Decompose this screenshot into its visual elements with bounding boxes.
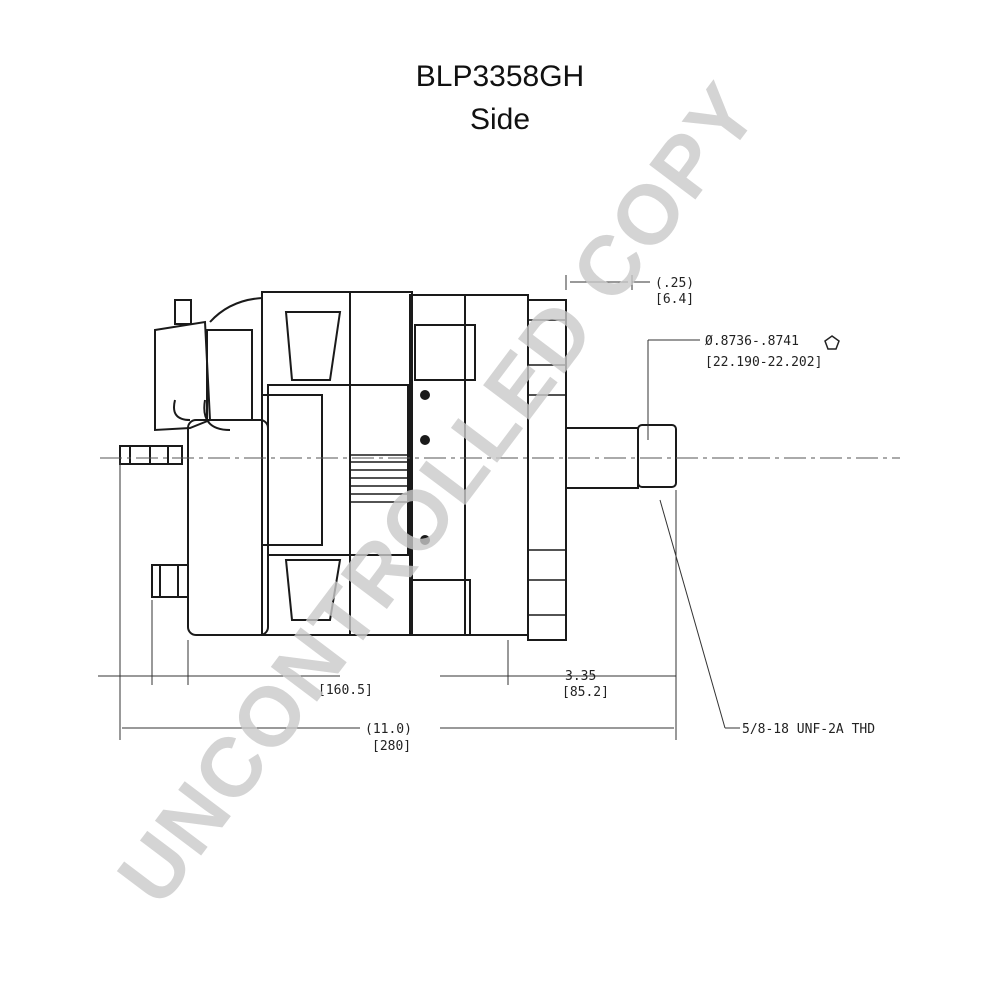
pentagon-symbol-icon — [824, 335, 840, 350]
overall-length-mm: [280] — [372, 739, 411, 754]
overall-length-inch: (11.0) — [365, 722, 412, 737]
frame-bolt-1 — [420, 390, 430, 400]
top-offset-inch: (.25) — [655, 276, 694, 291]
alternator-outline — [119, 291, 677, 641]
uncontrolled-copy-watermark: UNCONTROLLED COPY — [99, 66, 776, 921]
dimension-lines — [98, 275, 740, 740]
shaft-length-mm: [85.2] — [562, 685, 609, 700]
shaft-diameter-inch: Ø.8736-.8741 — [705, 334, 799, 349]
stator-laminations — [350, 454, 410, 503]
top-offset-mm: [6.4] — [655, 292, 694, 307]
thread-callout: 5/8-18 UNF-2A THD — [742, 722, 875, 737]
part-number-title: BLP3358GH — [415, 60, 585, 93]
shaft-diameter-mm: [22.190-22.202] — [705, 355, 822, 370]
upper-terminal-stud — [174, 299, 192, 325]
rear-housing — [154, 320, 212, 432]
frame-bolt-2 — [420, 435, 430, 445]
lower-fan-vent — [284, 559, 342, 621]
rear-cover — [187, 419, 269, 636]
wire-harness — [173, 297, 263, 431]
shaft-length-inch: 3.35 — [565, 669, 596, 684]
threaded-shaft-end — [637, 424, 677, 488]
view-label: Side — [469, 103, 531, 136]
frame-bolt-3 — [420, 535, 430, 545]
body-length-mm: [160.5] — [318, 683, 373, 698]
lower-terminal-stud — [151, 564, 189, 598]
upper-fan-vent — [284, 311, 342, 381]
